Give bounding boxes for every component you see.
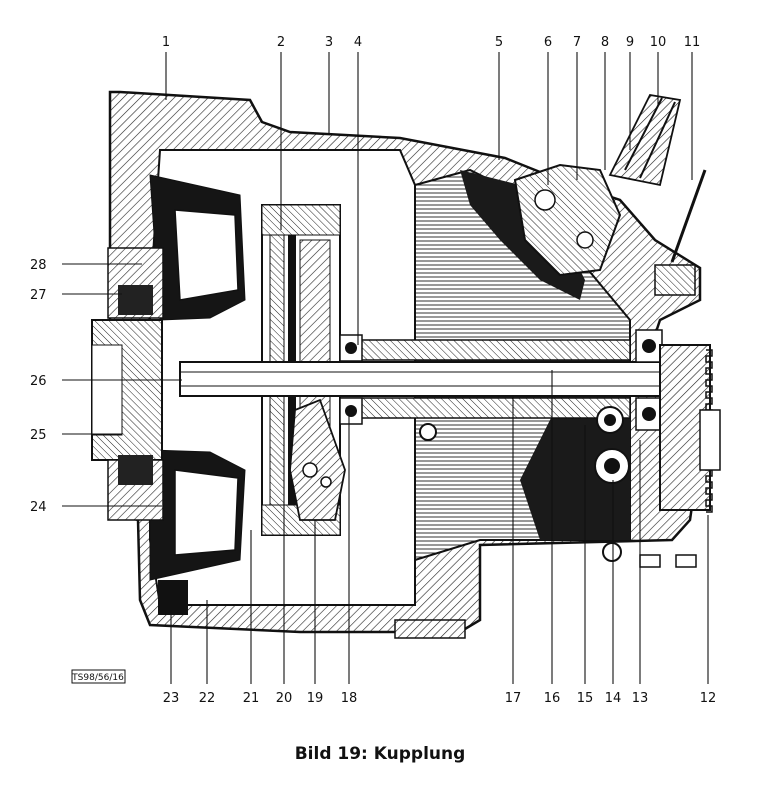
shift-linkage <box>513 94 707 296</box>
label-14: 14 <box>605 691 622 706</box>
label-28: 28 <box>30 258 47 273</box>
drive-gear <box>659 344 721 513</box>
label-1: 1 <box>162 35 170 50</box>
bottom-labels: 23 22 21 20 19 18 17 16 15 14 13 12 <box>163 691 717 706</box>
label-12: 12 <box>700 691 717 706</box>
label-8: 8 <box>601 35 609 50</box>
label-22: 22 <box>199 691 216 706</box>
label-25: 25 <box>30 428 47 443</box>
label-16: 16 <box>544 691 561 706</box>
drawing-reference: TS98/56/16 <box>71 669 126 684</box>
label-4: 4 <box>354 35 362 50</box>
label-20: 20 <box>276 691 293 706</box>
label-18: 18 <box>341 691 358 706</box>
crankshaft-hub <box>91 247 164 521</box>
label-5: 5 <box>495 35 503 50</box>
label-24: 24 <box>30 500 47 515</box>
main-shaft <box>179 329 701 431</box>
label-15: 15 <box>577 691 594 706</box>
label-19: 19 <box>307 691 324 706</box>
label-11: 11 <box>684 35 701 50</box>
drawing-reference-text: TS98/56/16 <box>71 673 124 683</box>
leader-lines <box>62 52 709 684</box>
top-labels: 1 2 3 4 5 6 7 8 9 10 11 <box>162 35 700 50</box>
flywheel <box>149 174 246 581</box>
label-6: 6 <box>544 35 552 50</box>
label-9: 9 <box>626 35 634 50</box>
figure-caption: Bild 19: Kupplung <box>294 744 466 764</box>
label-13: 13 <box>632 691 649 706</box>
label-2: 2 <box>277 35 285 50</box>
shift-shafts <box>419 406 630 562</box>
release-lever <box>289 398 346 521</box>
bottom-details <box>158 554 697 639</box>
label-7: 7 <box>573 35 581 50</box>
label-27: 27 <box>30 288 47 303</box>
label-26: 26 <box>30 374 47 389</box>
label-10: 10 <box>650 35 667 50</box>
label-23: 23 <box>163 691 180 706</box>
label-3: 3 <box>325 35 333 50</box>
label-17: 17 <box>505 691 522 706</box>
left-labels: 28 27 26 25 24 <box>30 258 47 515</box>
label-21: 21 <box>243 691 260 706</box>
